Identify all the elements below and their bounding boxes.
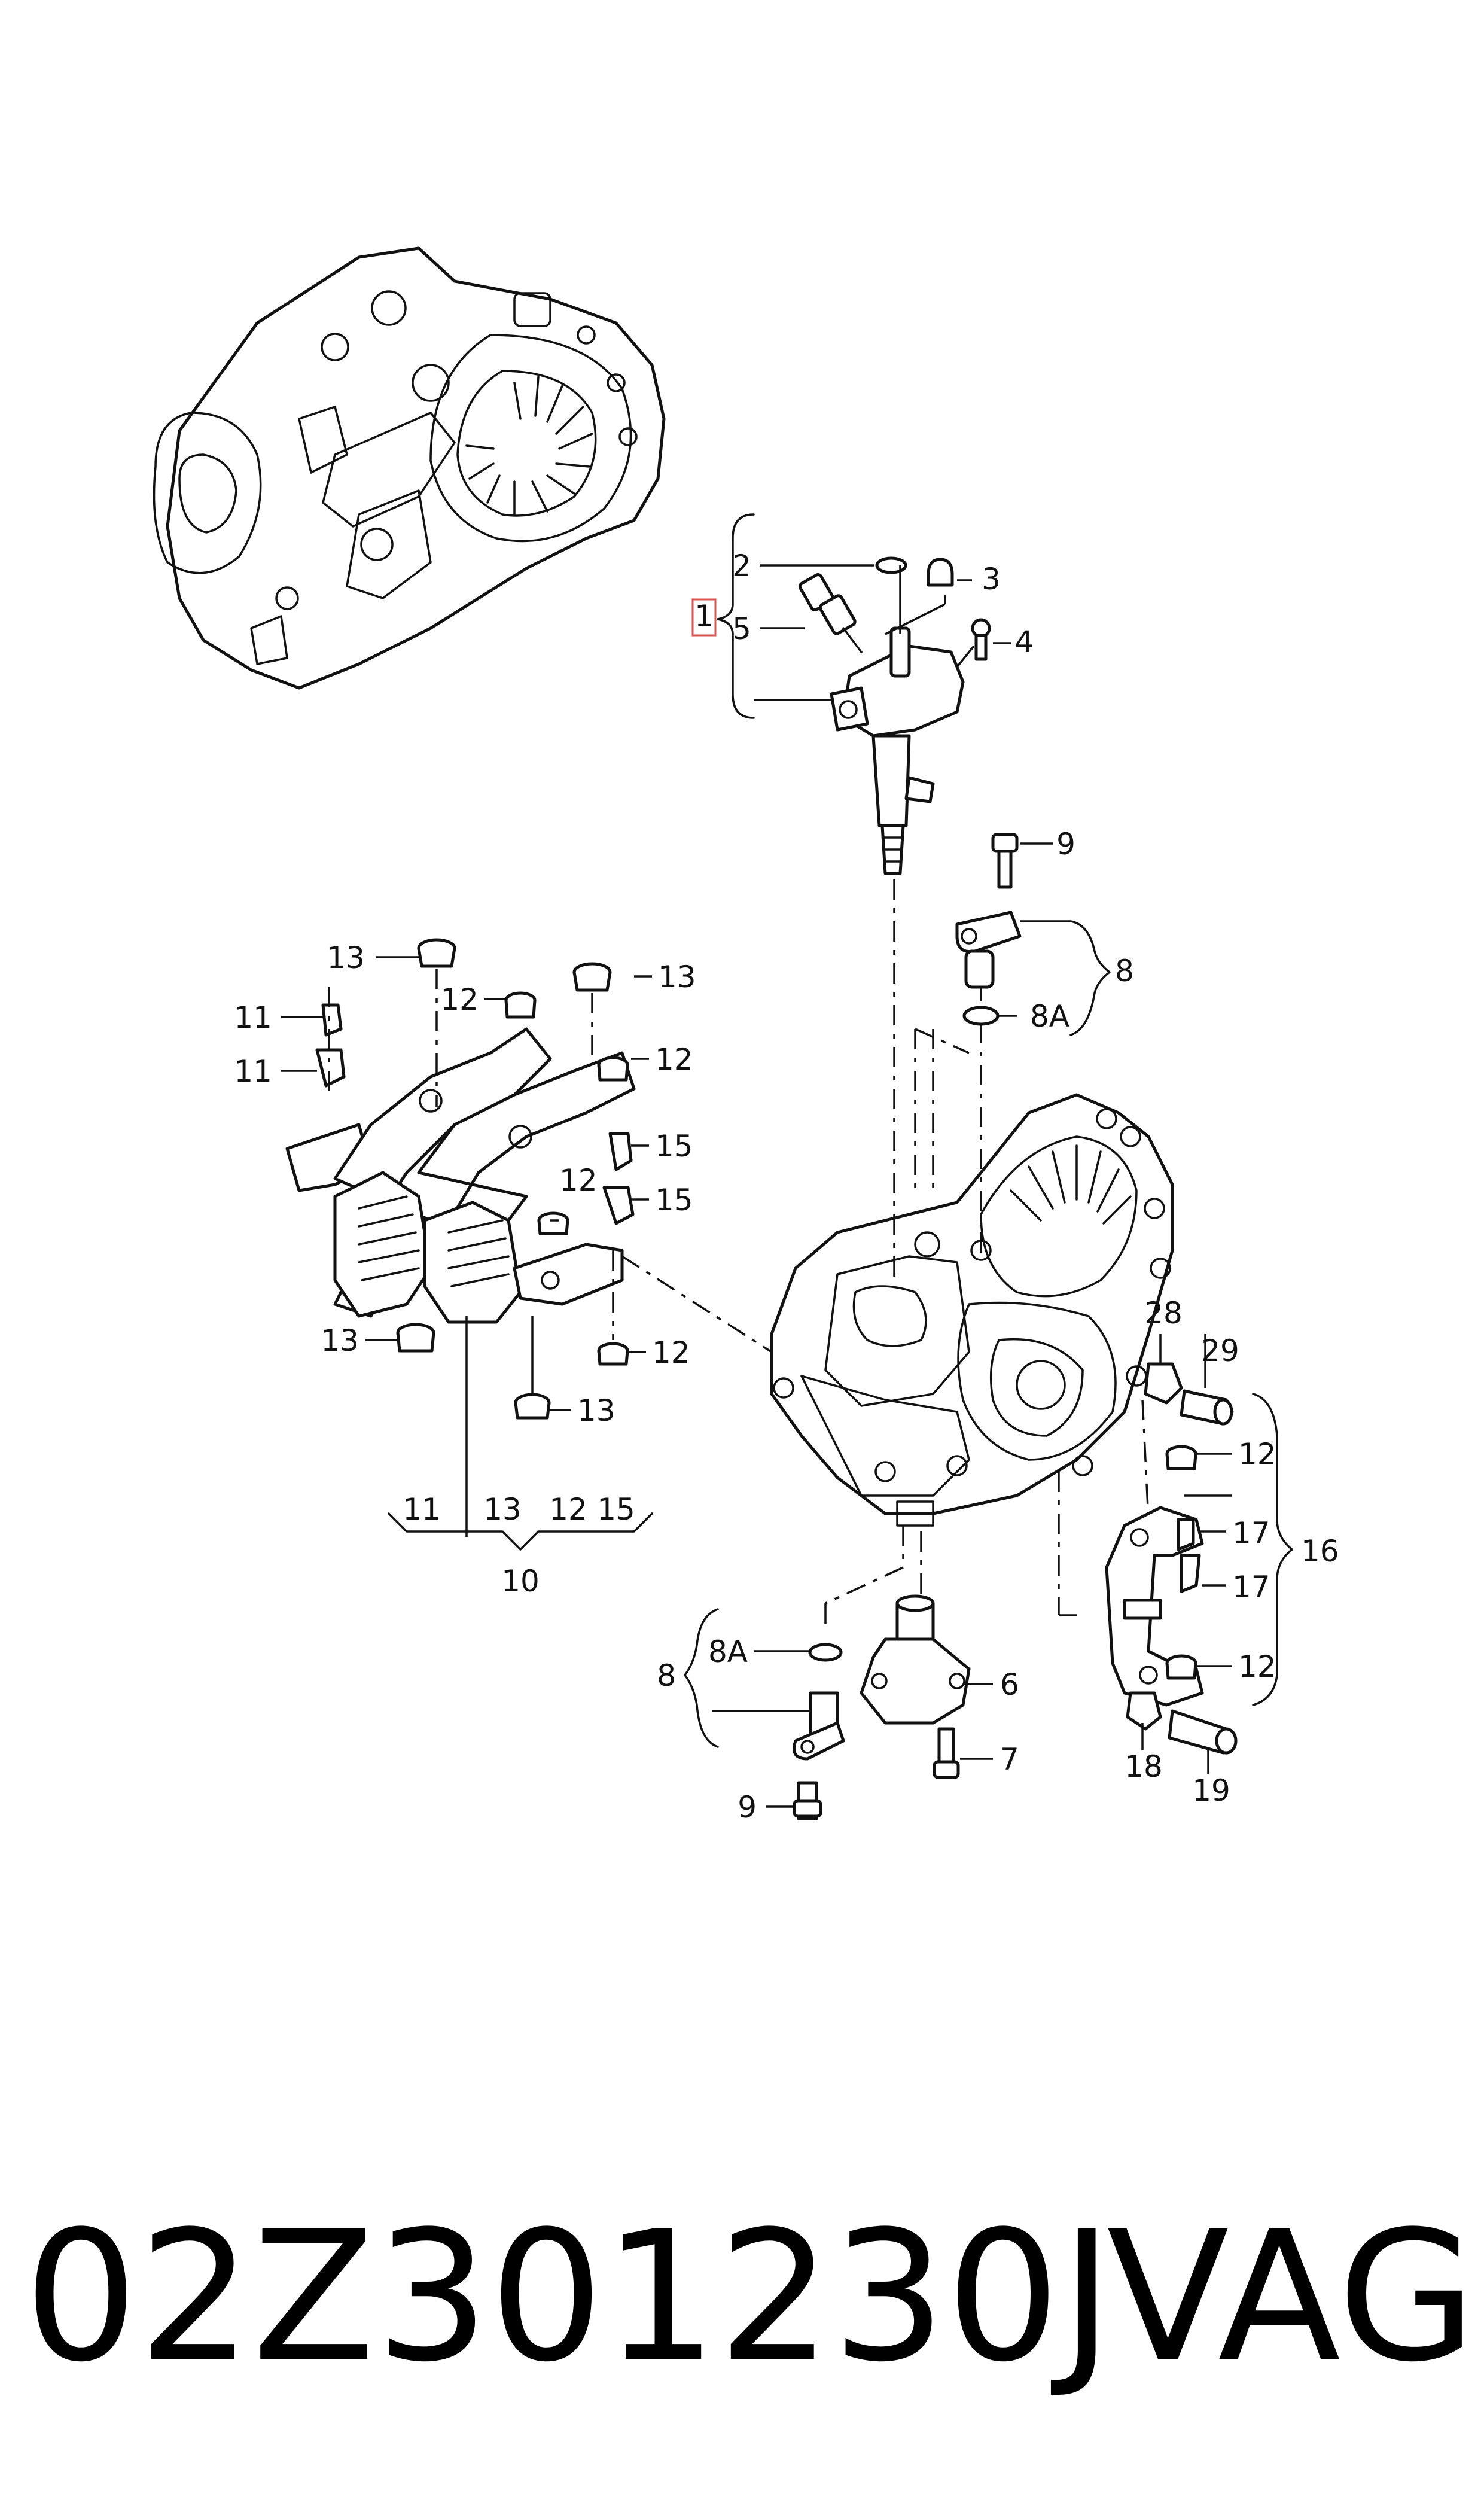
- pivot-pins: [315, 1003, 635, 1225]
- label-2: 2: [732, 549, 751, 583]
- bolt-lower-left: [793, 1781, 822, 1820]
- label-15-c: 15: [597, 1492, 635, 1527]
- label-8-lower: 8: [657, 1658, 676, 1693]
- label-9-lower: 9: [738, 1790, 757, 1825]
- label-7: 7: [1000, 1742, 1019, 1777]
- label-18: 18: [1125, 1749, 1163, 1784]
- bolt-cover: [933, 1727, 960, 1779]
- label-12-g: 12: [1238, 1649, 1276, 1684]
- label-13-a: 13: [327, 940, 365, 975]
- label-12-b: 12: [655, 1042, 693, 1077]
- label-12-c: 12: [559, 1163, 598, 1198]
- part-number: 02Z301230J: [24, 2193, 1113, 2401]
- pin-upper: [955, 911, 1022, 1026]
- brand-name: VAG: [1107, 2193, 1477, 2401]
- label-10: 10: [501, 1564, 540, 1599]
- label-16: 16: [1301, 1534, 1339, 1569]
- gearbox-housing-main: [770, 1093, 1174, 1527]
- label-17-a: 17: [1232, 1516, 1270, 1551]
- bolt-upper: [991, 833, 1019, 889]
- shift-fork-assembly: [285, 1027, 636, 1324]
- label-17-b: 17: [1232, 1570, 1270, 1604]
- label-28: 28: [1144, 1296, 1183, 1330]
- switch-sensor: [798, 573, 863, 653]
- fork-fins: [358, 1195, 510, 1287]
- bracket-hardware: [1126, 1362, 1238, 1755]
- cap: [927, 558, 954, 587]
- seal-ring: [875, 556, 907, 574]
- label-11-a: 11: [234, 1000, 272, 1035]
- label-13-d: 13: [577, 1393, 615, 1428]
- fork-bushings: [396, 938, 629, 1420]
- label-6: 6: [1000, 1667, 1019, 1702]
- label-8-upper: 8: [1115, 954, 1134, 988]
- bolt-small: [971, 618, 991, 661]
- label-12-a: 12: [440, 982, 479, 1017]
- label-19: 19: [1192, 1773, 1230, 1808]
- label-9-upper: 9: [1056, 827, 1075, 861]
- label-12-d: 12: [652, 1335, 690, 1370]
- pin-lower: [793, 1643, 845, 1761]
- label-1: 1: [694, 599, 714, 634]
- gearbox-housing-overview: [153, 246, 666, 690]
- highlight-box-item-1: [691, 598, 717, 637]
- label-29: 29: [1201, 1333, 1239, 1368]
- support-bracket: [1105, 1506, 1204, 1707]
- label-11-c: 11: [403, 1492, 441, 1527]
- label-13-c: 13: [321, 1323, 359, 1358]
- callout-labels: 1 2 3 4 5 9 8 8A 13 13 12 12 11 11 15 12…: [234, 549, 1339, 1825]
- label-13-b: 13: [658, 960, 696, 994]
- label-8A-upper: 8A: [1030, 999, 1069, 1034]
- label-8A-lower: 8A: [708, 1634, 748, 1669]
- housing-fins: [1010, 1144, 1132, 1225]
- label-15-a: 15: [655, 1129, 693, 1164]
- cover-plate: [860, 1594, 971, 1725]
- label-5: 5: [732, 611, 751, 646]
- label-12-e: 12: [549, 1492, 587, 1527]
- label-3: 3: [982, 562, 1001, 596]
- label-4: 4: [1014, 625, 1034, 659]
- label-12-f: 12: [1238, 1437, 1276, 1472]
- label-11-b: 11: [234, 1054, 272, 1089]
- gear-selector-assembly: [830, 626, 965, 875]
- housing-rib-lines: [465, 376, 593, 516]
- label-15-b: 15: [655, 1183, 693, 1217]
- label-13-e: 13: [483, 1492, 522, 1527]
